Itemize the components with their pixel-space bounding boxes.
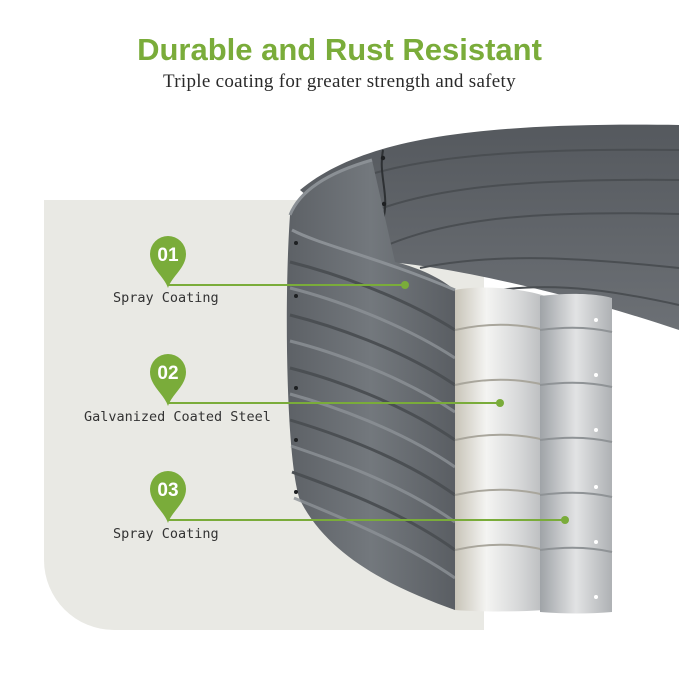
map-pin-icon: 01 xyxy=(150,236,186,288)
layer-2-label: Galvanized Coated Steel xyxy=(84,409,271,425)
map-pin-icon: 02 xyxy=(150,354,186,406)
layer-galvanized-steel-visual xyxy=(454,287,546,612)
page-title: Durable and Rust Resistant xyxy=(137,32,542,67)
map-pin-icon: 03 xyxy=(150,471,186,523)
layer-3-label: Spray Coating xyxy=(113,526,219,542)
layer-3-pin-badge: 03 xyxy=(146,467,190,525)
layer-1-pin-badge: 01 xyxy=(146,232,190,290)
ring-outer-wall xyxy=(286,158,456,610)
layer-2-number: 02 xyxy=(157,363,178,384)
callout-line-01 xyxy=(168,281,409,289)
callout-line-02 xyxy=(168,399,504,407)
layer-inner-coating-visual xyxy=(539,293,613,614)
layer-2-pin-badge: 02 xyxy=(146,350,190,408)
callout-line-03 xyxy=(168,516,569,524)
layer-1-label: Spray Coating xyxy=(113,290,219,306)
layer-1-number: 01 xyxy=(157,245,179,266)
layer-3-number: 03 xyxy=(157,480,178,501)
page-subtitle: Triple coating for greater strength and … xyxy=(163,71,516,92)
